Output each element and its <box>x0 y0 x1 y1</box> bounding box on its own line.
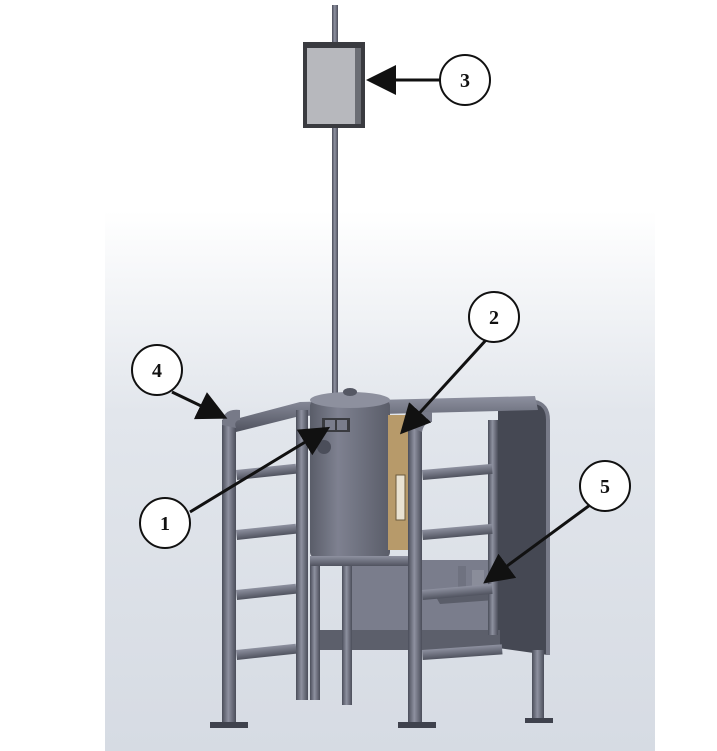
center-leg-left <box>342 560 352 705</box>
left-gate <box>210 409 308 728</box>
callout-2-label: 2 <box>489 307 499 329</box>
callout-3-label: 3 <box>460 70 470 92</box>
mounted-box <box>303 42 365 128</box>
right-gate <box>398 411 553 728</box>
center-leg-right <box>310 560 320 700</box>
callout-5: 5 <box>579 460 631 512</box>
callout-4-label: 4 <box>152 360 162 382</box>
leader-arrow-5 <box>483 503 591 584</box>
leader-arrow-2 <box>399 338 488 435</box>
callout-1-label: 1 <box>160 513 170 535</box>
top-frame <box>232 396 538 432</box>
central-cylinder <box>310 388 390 558</box>
callout-3: 3 <box>439 54 491 106</box>
leader-arrow-4 <box>171 390 228 420</box>
lower-crossbar <box>310 556 420 566</box>
callout-4: 4 <box>131 344 183 396</box>
right-side-panel <box>498 400 550 655</box>
mast-pole <box>332 5 338 395</box>
callout-1: 1 <box>139 497 191 549</box>
callout-2: 2 <box>468 291 520 343</box>
callout-5-label: 5 <box>600 476 610 498</box>
leader-arrow-1 <box>189 426 331 514</box>
